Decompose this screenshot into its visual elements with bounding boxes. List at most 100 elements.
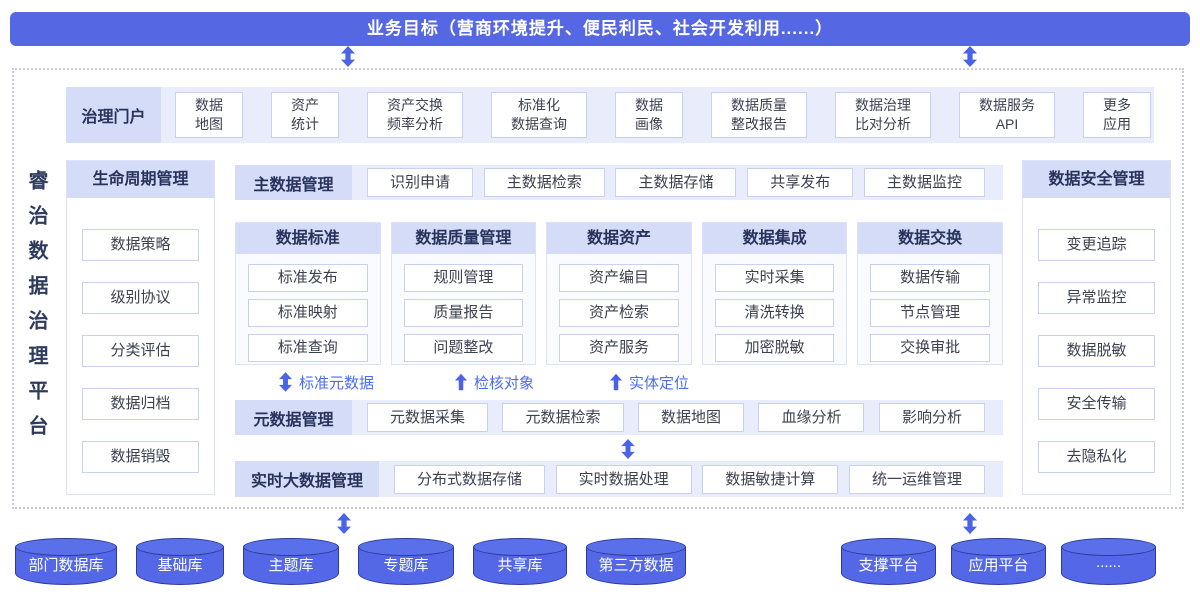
security-item: 异常监控 bbox=[1038, 282, 1155, 314]
portal-item-exchange-frequency: 资产交换 频率分析 bbox=[367, 92, 463, 138]
module-header: 数据质量管理 bbox=[391, 223, 536, 254]
portal-item-quality-report: 数据质量 整改报告 bbox=[711, 92, 807, 138]
metadata-item: 数据地图 bbox=[637, 403, 744, 432]
module-column-data-standard: 数据标准 标准发布 标准映射 标准查询 bbox=[235, 222, 381, 365]
database-cylinder-base: 基础库 bbox=[136, 538, 224, 585]
cylinder-label: 支撑平台 bbox=[858, 557, 919, 574]
master-data-item: 共享发布 bbox=[747, 168, 854, 197]
database-cylinder-dept: 部门数据库 bbox=[15, 538, 117, 585]
up-arrow-icon bbox=[610, 373, 622, 391]
portal-item-standard-query: 标准化 数据查询 bbox=[491, 92, 587, 138]
cylinder-label: 共享库 bbox=[497, 557, 543, 574]
database-cylinder-thirdparty: 第三方数据 bbox=[586, 538, 686, 585]
master-data-item: 识别申请 bbox=[367, 168, 474, 197]
module-item: 交换审批 bbox=[870, 334, 990, 362]
lifecycle-header: 生命周期管理 bbox=[67, 161, 214, 198]
portal-row: 治理门户 数据 地图 资产 统计 资产交换 频率分析 标准化 数据查询 数据 画… bbox=[66, 87, 1154, 143]
cylinder-label: 主题库 bbox=[268, 557, 314, 574]
updown-arrow-icon bbox=[621, 439, 635, 459]
bigdata-item: 实时数据处理 bbox=[555, 464, 692, 494]
module-header: 数据标准 bbox=[236, 223, 380, 254]
module-header: 数据交换 bbox=[858, 223, 1002, 254]
bigdata-item: 统一运维管理 bbox=[848, 464, 985, 494]
security-item: 安全传输 bbox=[1038, 388, 1155, 420]
security-items: 变更追踪 异常监控 数据脱敏 安全传输 去隐私化 bbox=[1023, 198, 1170, 473]
portal-item-data-map: 数据 地图 bbox=[175, 92, 243, 138]
metadata-item: 血缘分析 bbox=[758, 403, 865, 432]
cylinder-label: 基础库 bbox=[157, 557, 203, 574]
database-cylinder-theme: 主题库 bbox=[243, 538, 339, 585]
bigdata-item: 数据敏捷计算 bbox=[702, 464, 839, 494]
updown-arrow-icon bbox=[963, 46, 977, 67]
metadata-item: 影响分析 bbox=[878, 403, 985, 432]
master-data-item: 主数据存储 bbox=[615, 168, 737, 197]
up-arrow-icon bbox=[455, 373, 467, 391]
database-cylinder-more: ...... bbox=[1061, 538, 1156, 585]
portal-item-asset-stats: 资产 统计 bbox=[271, 92, 339, 138]
lifecycle-item: 分类评估 bbox=[82, 335, 199, 367]
master-data-row: 主数据管理 识别申请 主数据检索 主数据存储 共享发布 主数据监控 bbox=[235, 165, 1003, 200]
master-data-items: 识别申请 主数据检索 主数据存储 共享发布 主数据监控 bbox=[352, 168, 1003, 197]
flow-label-entity-locate: 实体定位 bbox=[610, 371, 689, 393]
lifecycle-item: 级别协议 bbox=[82, 282, 199, 314]
flow-label-text: 检核对象 bbox=[474, 374, 535, 392]
flow-label-check-object: 检核对象 bbox=[455, 371, 534, 393]
security-panel: 数据安全管理 变更追踪 异常监控 数据脱敏 安全传输 去隐私化 bbox=[1022, 160, 1171, 495]
lifecycle-panel: 生命周期管理 数据策略 级别协议 分类评估 数据归档 数据销毁 bbox=[66, 160, 215, 495]
database-cylinder-share: 共享库 bbox=[473, 538, 567, 585]
security-header: 数据安全管理 bbox=[1023, 161, 1170, 198]
business-goal-banner: 业务目标（营商环境提升、便民利民、社会开发利用......） bbox=[10, 12, 1190, 46]
module-item: 质量报告 bbox=[403, 299, 524, 327]
portal-item-more-apps: 更多 应用 bbox=[1083, 92, 1151, 138]
flow-label-standard-metadata: 标准元数据 bbox=[279, 371, 374, 393]
portal-item-data-profile: 数据 画像 bbox=[615, 92, 683, 138]
bigdata-row: 实时大数据管理 分布式数据存储 实时数据处理 数据敏捷计算 统一运维管理 bbox=[235, 461, 1003, 497]
lifecycle-items: 数据策略 级别协议 分类评估 数据归档 数据销毁 bbox=[67, 198, 214, 473]
flow-label-text: 实体定位 bbox=[629, 374, 690, 392]
module-item: 标准映射 bbox=[248, 299, 368, 327]
module-item: 实时采集 bbox=[714, 264, 835, 292]
cylinder-label: 专题库 bbox=[383, 557, 429, 574]
module-item: 节点管理 bbox=[870, 299, 990, 327]
module-item: 规则管理 bbox=[403, 264, 524, 292]
master-data-item: 主数据监控 bbox=[863, 168, 985, 197]
module-item: 清洗转换 bbox=[714, 299, 835, 327]
cylinder-label: 第三方数据 bbox=[598, 557, 674, 574]
metadata-items: 元数据采集 元数据检索 数据地图 血缘分析 影响分析 bbox=[352, 403, 1003, 432]
cylinder-label: ...... bbox=[1095, 554, 1121, 571]
portal-header: 治理门户 bbox=[66, 87, 161, 143]
master-data-header: 主数据管理 bbox=[235, 165, 352, 200]
module-item: 数据传输 bbox=[870, 264, 990, 292]
metadata-header: 元数据管理 bbox=[235, 400, 352, 435]
master-data-item: 主数据检索 bbox=[483, 168, 605, 197]
module-item: 资产编目 bbox=[559, 264, 679, 292]
datasource-group-right: 支撑平台 应用平台 ...... bbox=[841, 538, 1156, 585]
bigdata-items: 分布式数据存储 实时数据处理 数据敏捷计算 统一运维管理 bbox=[379, 464, 1003, 494]
metadata-item: 元数据采集 bbox=[367, 403, 489, 432]
updown-arrow-icon bbox=[963, 513, 977, 534]
module-header: 数据集成 bbox=[702, 223, 847, 254]
platform-title: 睿治数据治理平台 bbox=[25, 170, 47, 450]
module-item: 加密脱敏 bbox=[714, 334, 835, 362]
bigdata-header: 实时大数据管理 bbox=[235, 461, 379, 497]
module-item: 标准查询 bbox=[248, 334, 368, 362]
database-cylinder-special: 专题库 bbox=[358, 538, 454, 585]
portal-item-data-service-api: 数据服务 API bbox=[959, 92, 1055, 138]
cylinder-label: 部门数据库 bbox=[28, 557, 104, 574]
security-item: 变更追踪 bbox=[1038, 229, 1155, 261]
module-column-data-asset: 数据资产 资产编目 资产检索 资产服务 bbox=[546, 222, 692, 365]
lifecycle-item: 数据策略 bbox=[82, 229, 199, 261]
bigdata-item: 分布式数据存储 bbox=[394, 464, 546, 494]
datasource-group-left: 部门数据库 基础库 主题库 专题库 共享库 第三方数据 bbox=[15, 538, 686, 585]
flow-label-text: 标准元数据 bbox=[299, 374, 375, 392]
updown-arrow-icon bbox=[341, 46, 355, 67]
updown-arrow-icon bbox=[279, 372, 292, 392]
database-cylinder-app-platform: 应用平台 bbox=[951, 538, 1046, 585]
module-column-data-quality: 数据质量管理 规则管理 质量报告 问题整改 bbox=[390, 222, 537, 365]
security-item: 数据脱敏 bbox=[1038, 335, 1155, 367]
module-item: 资产检索 bbox=[559, 299, 679, 327]
lifecycle-item: 数据销毁 bbox=[82, 441, 199, 473]
lifecycle-item: 数据归档 bbox=[82, 388, 199, 420]
portal-items: 数据 地图 资产 统计 资产交换 频率分析 标准化 数据查询 数据 画像 数据质… bbox=[161, 92, 1154, 138]
cylinder-label: 应用平台 bbox=[968, 557, 1029, 574]
